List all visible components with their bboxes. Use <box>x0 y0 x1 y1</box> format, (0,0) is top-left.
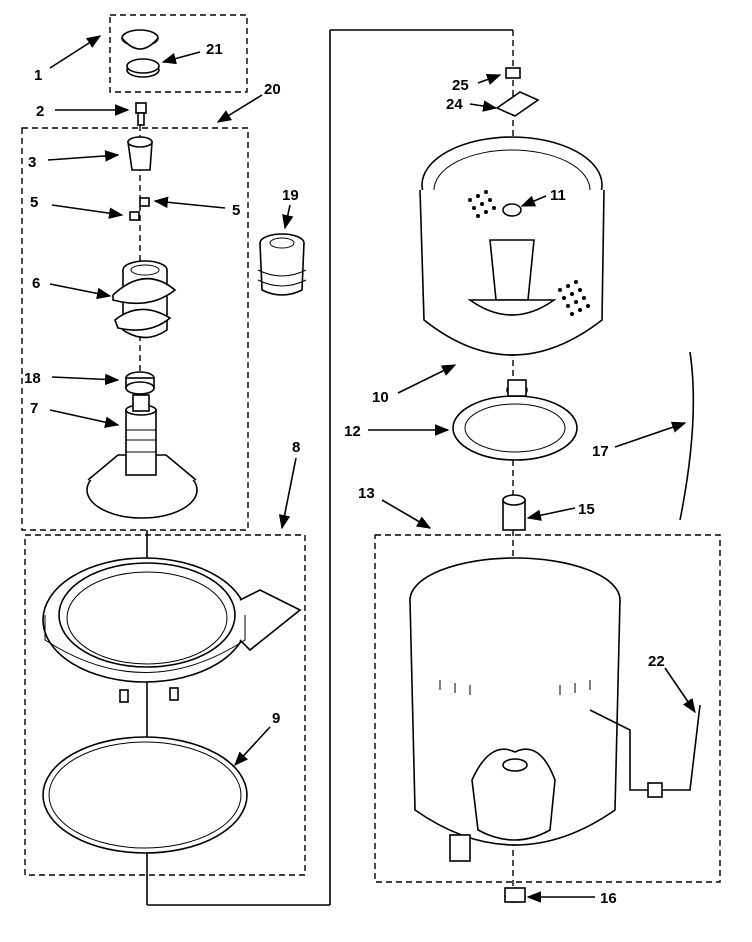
basket-holes <box>468 190 590 316</box>
part-dog-left <box>129 211 140 221</box>
callout-9: 9 <box>272 710 280 727</box>
part-cam <box>127 136 153 171</box>
callout-21: 21 <box>206 41 223 58</box>
part-tub-seal <box>257 233 307 296</box>
callout-24: 24 <box>446 96 463 113</box>
callout-10: 10 <box>372 389 389 406</box>
part-agitator-cap <box>121 29 159 50</box>
callout-8: 8 <box>292 439 300 456</box>
callout-13: 13 <box>358 485 375 502</box>
part-hose <box>679 351 695 521</box>
group-box-tub-ring <box>24 534 306 876</box>
part-dog-right <box>139 197 150 207</box>
callout-5-right: 5 <box>232 202 240 219</box>
callout-5-left: 5 <box>30 194 38 211</box>
callout-17: 17 <box>592 443 609 460</box>
part-bolt <box>135 102 147 126</box>
callout-3: 3 <box>28 154 36 171</box>
part-hub-ring <box>452 379 578 461</box>
part-nut <box>505 67 521 79</box>
leader-lines <box>47 35 696 903</box>
part-gasket-ring <box>42 736 248 854</box>
part-agitator-base <box>86 394 198 519</box>
callout-6: 6 <box>32 275 40 292</box>
part-outer-tub <box>409 557 621 862</box>
part-bracket <box>495 91 540 117</box>
callout-25: 25 <box>452 77 469 94</box>
part-drain-hose <box>589 704 701 798</box>
callout-16: 16 <box>600 890 617 907</box>
group-box-agitator-assembly <box>21 127 249 531</box>
callout-20: 20 <box>264 81 281 98</box>
part-spin-nut <box>504 887 526 903</box>
part-tub-ring <box>42 557 302 703</box>
callout-12: 12 <box>344 423 361 440</box>
callout-11: 11 <box>550 187 566 204</box>
part-bushing <box>502 494 526 531</box>
callout-22: 22 <box>648 653 665 670</box>
callout-18: 18 <box>24 370 41 387</box>
callout-7: 7 <box>30 400 38 417</box>
callout-2: 2 <box>36 103 44 120</box>
part-cap-seal-ring <box>126 58 160 78</box>
group-box-cap-seal <box>109 14 248 93</box>
part-drive-bell <box>125 371 155 395</box>
callout-15: 15 <box>578 501 595 518</box>
group-box-outer-tub <box>374 534 721 883</box>
callout-1: 1 <box>34 67 42 84</box>
part-wash-basket <box>419 136 605 356</box>
part-auger <box>112 260 177 339</box>
callout-19: 19 <box>282 187 299 204</box>
